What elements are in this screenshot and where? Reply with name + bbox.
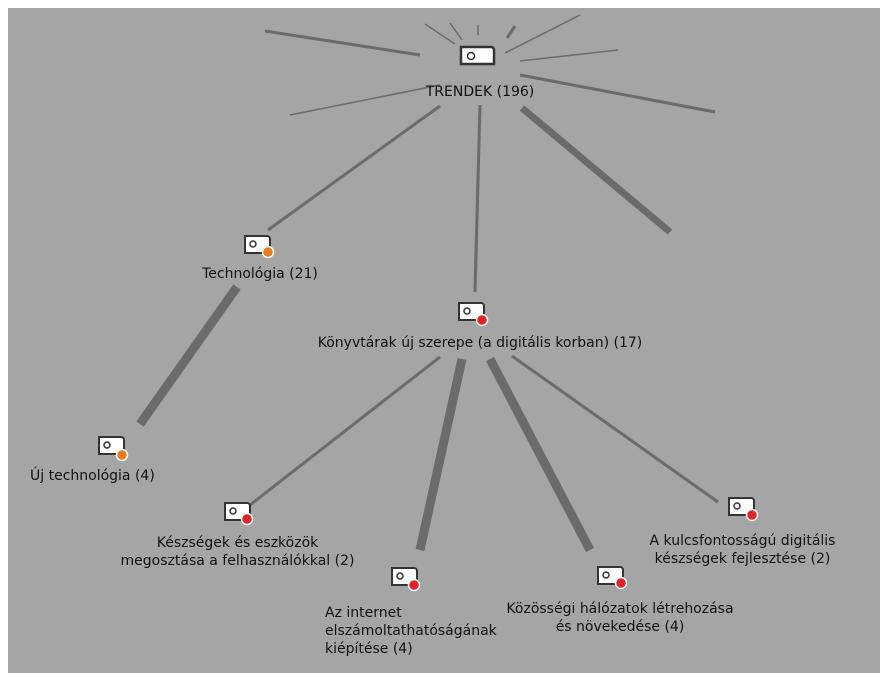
diagram-background: [8, 8, 880, 673]
tech-status-dot: [261, 245, 275, 259]
digital-skills-label-line-1: A kulcsfontosságú digitális: [649, 533, 836, 549]
community-node-icon[interactable]: [597, 566, 628, 590]
digital-skills-node-label[interactable]: A kulcsfontosságú digitális készségek fe…: [635, 532, 850, 568]
edge-root-offscreen-9: [289, 84, 441, 116]
internet-node-label[interactable]: Az internet elszámoltathatóságának kiépí…: [325, 604, 505, 658]
root-node-label[interactable]: TRENDEK (196): [425, 84, 535, 100]
internet-node-icon[interactable]: [391, 567, 421, 592]
libraries-status-dot: [475, 313, 489, 327]
tech-node-icon[interactable]: [244, 235, 275, 259]
digital-skills-status-dot: [745, 508, 759, 522]
internet-label-line-1: Az internet: [325, 605, 402, 621]
community-status-dot: [614, 576, 628, 590]
edge-libraries-community: [486, 356, 594, 553]
libraries-node-icon[interactable]: [458, 302, 489, 327]
skills-node-label[interactable]: Készségek és eszközök megosztása a felha…: [105, 534, 370, 570]
edge-libraries-skills: [249, 355, 441, 507]
edge-root-offscreen-5: [505, 25, 517, 39]
edge-root-tech: [267, 104, 441, 232]
libraries-node-label[interactable]: Könyvtárak új szerepe (a digitális korba…: [317, 335, 643, 351]
edge-libraries-digital: [511, 354, 719, 504]
edge-root-offscreen-8: [519, 73, 716, 114]
edge-root-offscreen-1: [264, 29, 421, 57]
new-tech-status-dot: [115, 448, 129, 462]
tech-node-label[interactable]: Technológia (21): [202, 266, 318, 282]
edge-libraries-internet: [415, 358, 467, 551]
root-node-icon[interactable]: [459, 45, 496, 66]
edge-root-offscreen-6: [504, 14, 581, 54]
community-node-label[interactable]: Közösségi hálózatok létrehozása és növek…: [495, 600, 745, 636]
internet-label-line-2: elszámoltathatóságának: [325, 623, 497, 639]
internet-status-dot: [407, 578, 421, 592]
new-tech-node-label[interactable]: Új technológia (4): [30, 468, 155, 484]
edge-root-offscreen-7: [519, 49, 619, 62]
skills-label-line-1: Készségek és eszközök: [156, 535, 319, 551]
new-tech-node-icon[interactable]: [98, 436, 129, 462]
skills-label-line-2: megosztása a felhasználókkal (2): [120, 553, 355, 569]
edge-root-libraries: [473, 104, 482, 293]
community-label-line-2: és növekedése (4): [555, 619, 685, 635]
edge-root-offscreen-10: [519, 105, 673, 235]
edge-tech-newtech: [136, 284, 241, 427]
digital-skills-node-icon[interactable]: [728, 497, 759, 522]
internet-label-line-3: kiépítése (4): [325, 641, 413, 657]
skills-status-dot: [240, 512, 254, 526]
skills-node-icon[interactable]: [224, 502, 254, 526]
edge-root-offscreen-2: [424, 23, 456, 45]
edge-root-offscreen-3: [449, 22, 463, 41]
digital-skills-label-line-2: készségek fejlesztése (2): [654, 551, 831, 567]
community-label-line-1: Közösségi hálózatok létrehozása: [506, 601, 734, 617]
